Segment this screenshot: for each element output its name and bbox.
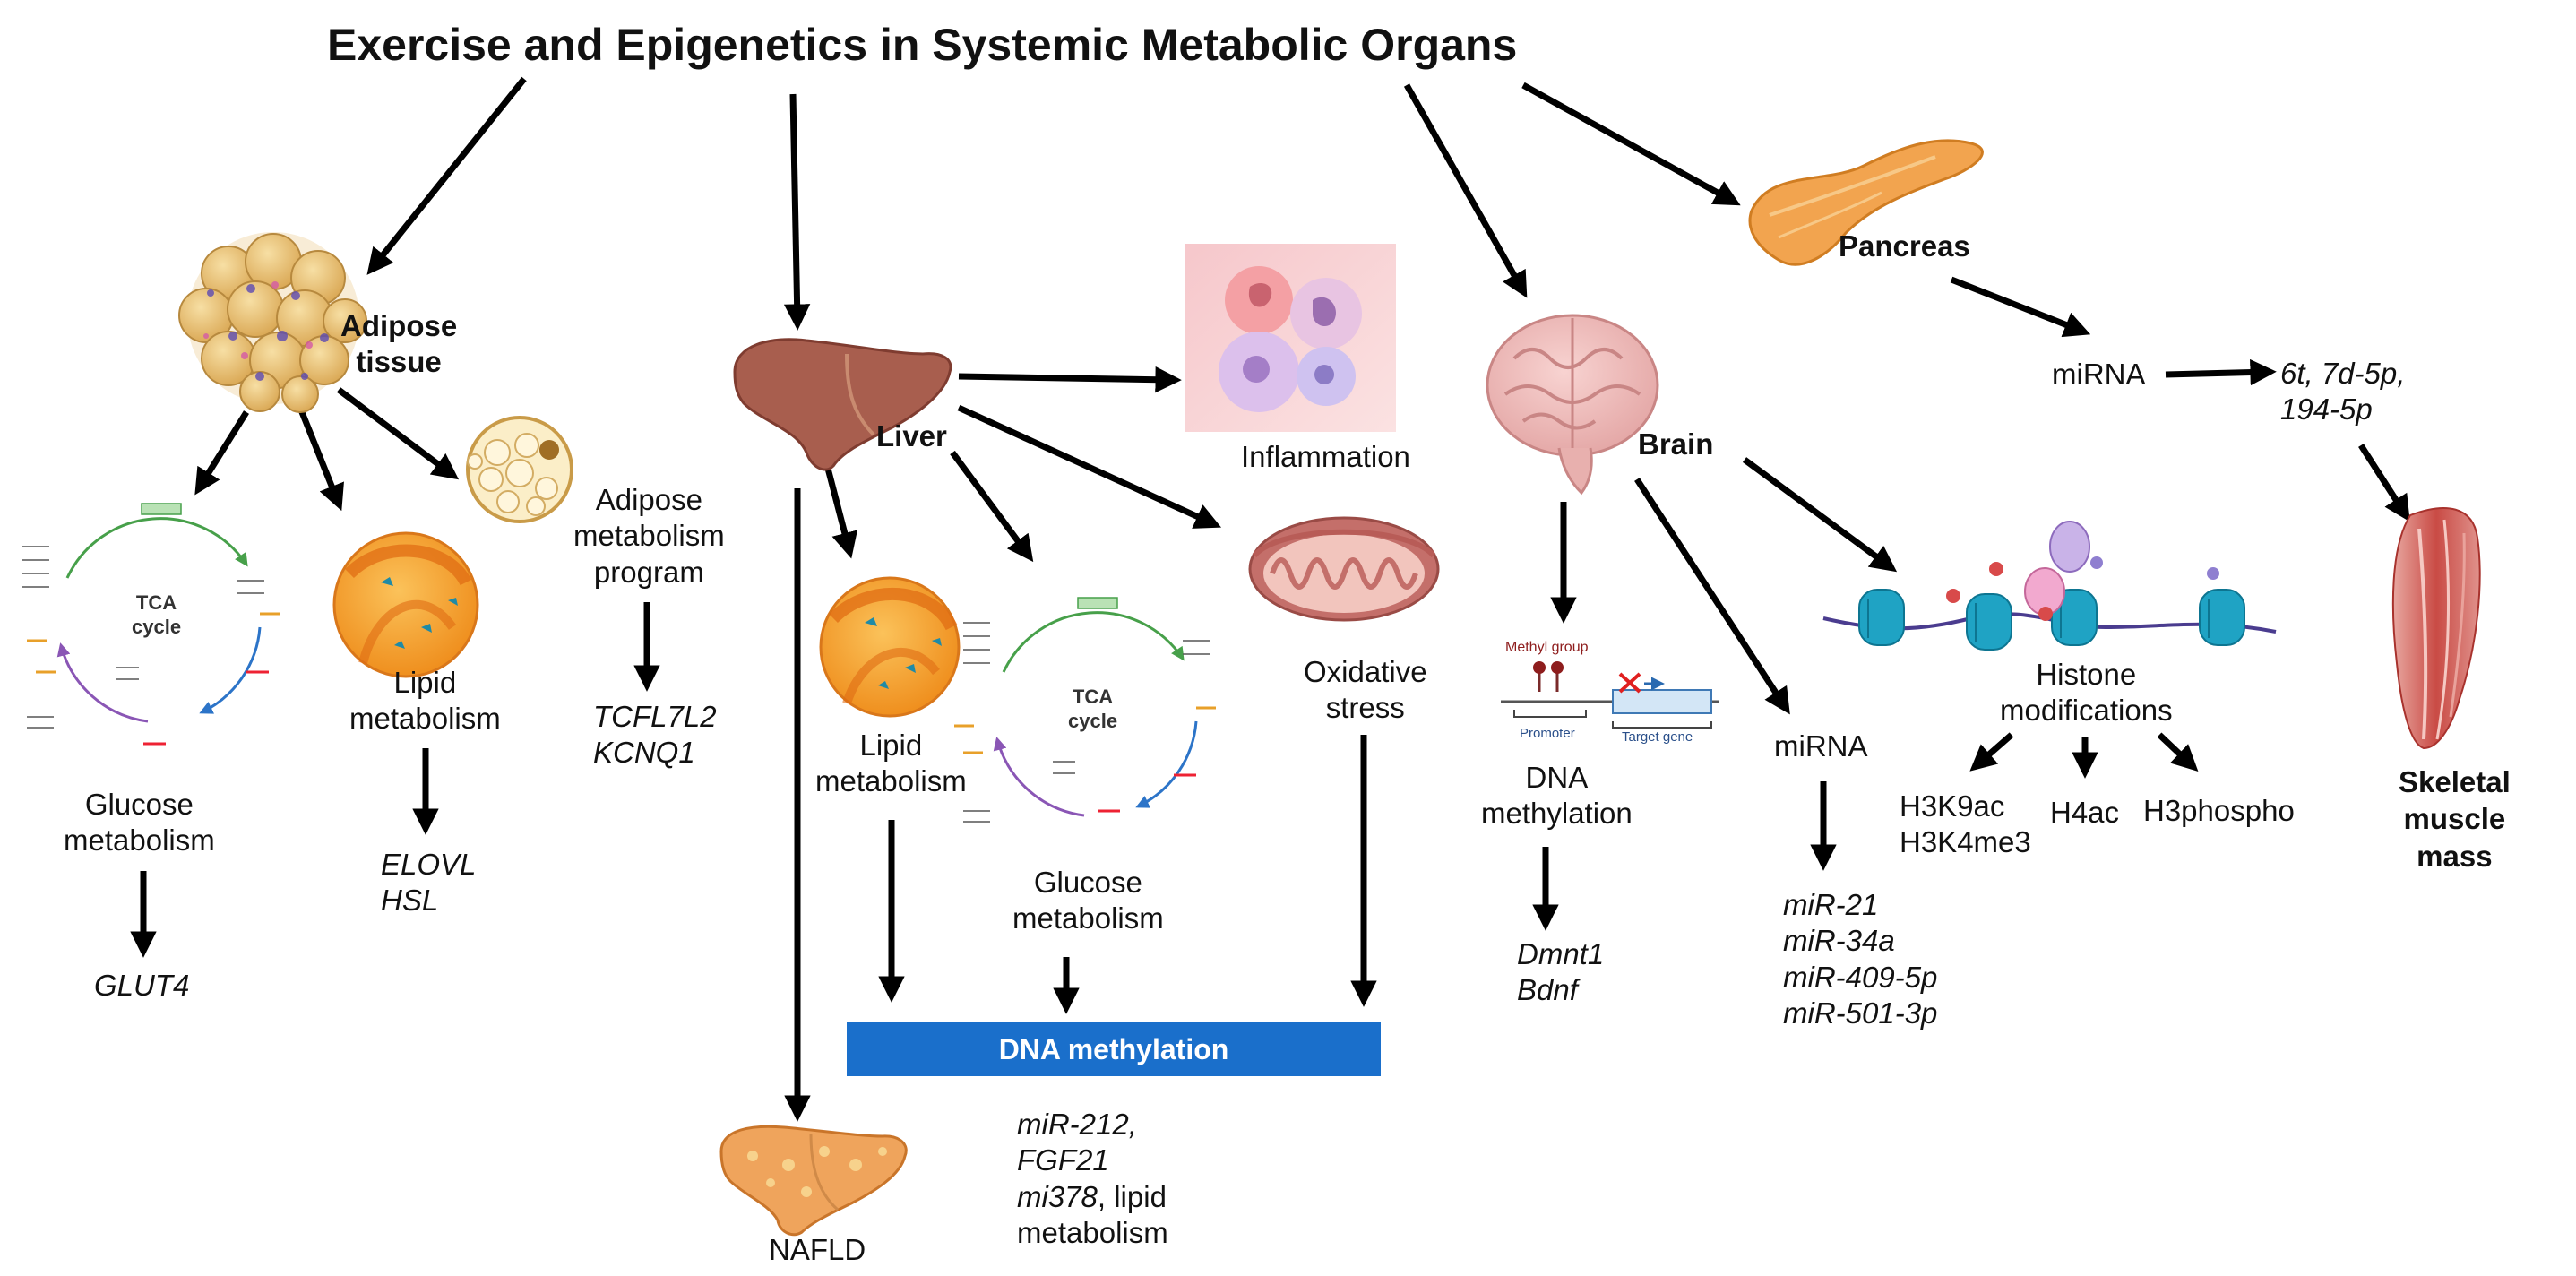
arrow-adipose-droplet [336,387,460,480]
fatty-liver-icon [719,1125,908,1237]
skeletal-muscle-icon [2391,507,2481,750]
liver-glucose-metabolism-label: Glucose metabolism [1012,866,1164,935]
arrow-histone-h3k [1969,732,2014,772]
arrow-brain-mirna [1634,478,1790,715]
tca-cycle-liver-diagram [954,597,1216,823]
arrow-liver-lipid [823,461,858,559]
target-gene-label: Target gene [1622,729,1693,745]
inflammation-label: Inflammation [1241,440,1410,473]
adipose-tissue-label: Adipose tissue [340,309,458,379]
arrow-histone-h3phospho [2157,732,2199,772]
methyl-group-label: Methyl group [1505,640,1589,655]
dna-methylation-schematic [1501,661,1719,729]
histone-nucleosome-schematic [1822,521,2277,651]
skeletal-muscle-mass-label: Skeletal muscle mass [2399,765,2511,873]
arrow-list-muscle [2358,444,2410,522]
promoter-label: Promoter [1520,726,1575,741]
arrow-title-adipose [366,76,527,275]
histone-h3phospho-mark: H3phospho [2143,794,2295,827]
adipose-lipid-metabolism-label: Lipid metabolism [349,666,501,736]
arrow-liver-inflammation [958,366,1182,393]
arrow-pancreas-mirna [1950,276,2091,338]
pancreas-label: Pancreas [1839,229,1970,263]
adipose-lipid-gene-list: ELOVL HSL [381,848,477,918]
pancreas-mirna-list: 6t, 7d-5p, 194-5p [2280,357,2406,427]
brain-dna-methylation-label: DNA methylation [1481,761,1633,831]
tca-cycle-label-adipose: TCA cycle [132,591,182,638]
connector-arrows [130,76,2410,1122]
liver-dna-methylation-bar: DNA methylation [847,1022,1381,1076]
brain-mirna-label: miRNA [1774,729,1868,763]
liver-icon [733,338,952,471]
tca-cycle-adipose-diagram [22,503,280,746]
arrow-adipose-lipid [297,406,344,512]
brain-mirna-list: miR-21 miR-34a miR-409-5p miR-501-3p [1783,888,1938,1030]
arrow-brain-histone [1742,457,1898,573]
arrow-liver-tca [950,450,1034,563]
inflammatory-cells-icon [1185,244,1396,432]
liver-target-metabolism: metabolism [1017,1215,1168,1249]
brain-label: Brain [1638,427,1714,461]
brain-icon [1486,314,1659,496]
liver-target-mi378: mi378 [1017,1179,1098,1213]
liver-target-mir212: miR-212, [1017,1108,1137,1141]
arrow-title-pancreas [1521,82,1741,206]
adipose-tissue-cluster-icon [178,232,367,413]
nafld-label: NAFLD [769,1233,866,1266]
arrow-title-liver [783,93,811,331]
histone-h3k-marks: H3K9ac H3K4me3 [1900,789,2031,859]
liver-label: Liver [876,419,947,453]
lipid-droplet-liver-icon [819,576,961,718]
adipocyte-icon [466,416,573,523]
diagram-title: Exercise and Epigenetics in Systemic Met… [327,20,1518,70]
adipose-glucose-gene-list: GLUT4 [94,969,190,1002]
arrow-mirna-list-pancreas [2165,358,2277,386]
brain-dna-gene-list: Dmnt1 Bdnf [1517,937,1605,1007]
mitochondrion-icon [1248,516,1440,622]
tca-cycle-label-liver: TCA cycle [1068,685,1118,732]
pancreas-icon [1748,139,1984,266]
histone-h4ac-mark: H4ac [2050,796,2120,829]
adipose-program-gene-list: TCFL7L2 KCNQ1 [593,700,717,770]
histone-modifications-label: Histone modifications [2000,658,2173,728]
adipose-glucose-metabolism-label: Glucose metabolism [64,788,215,858]
lipid-droplet-icon [332,531,479,678]
adipose-metabolism-program-label: Adipose metabolism program [573,483,725,589]
arrow-liver-mitochondrion [957,404,1222,529]
liver-target-list: miR-212, FGF21 mi378, lipid metabolism [1017,1107,1168,1251]
arrow-adipose-tca [194,410,249,496]
pancreas-mirna-label: miRNA [2052,358,2146,391]
liver-lipid-metabolism-label: Lipid metabolism [815,729,967,798]
liver-dna-methylation-label: DNA methylation [998,1032,1229,1065]
liver-target-lipid: , lipid [1097,1179,1167,1213]
arrow-title-brain [1403,83,1528,298]
oxidative-stress-label: Oxidative stress [1304,655,1427,725]
liver-target-fgf21: FGF21 [1017,1143,1109,1177]
